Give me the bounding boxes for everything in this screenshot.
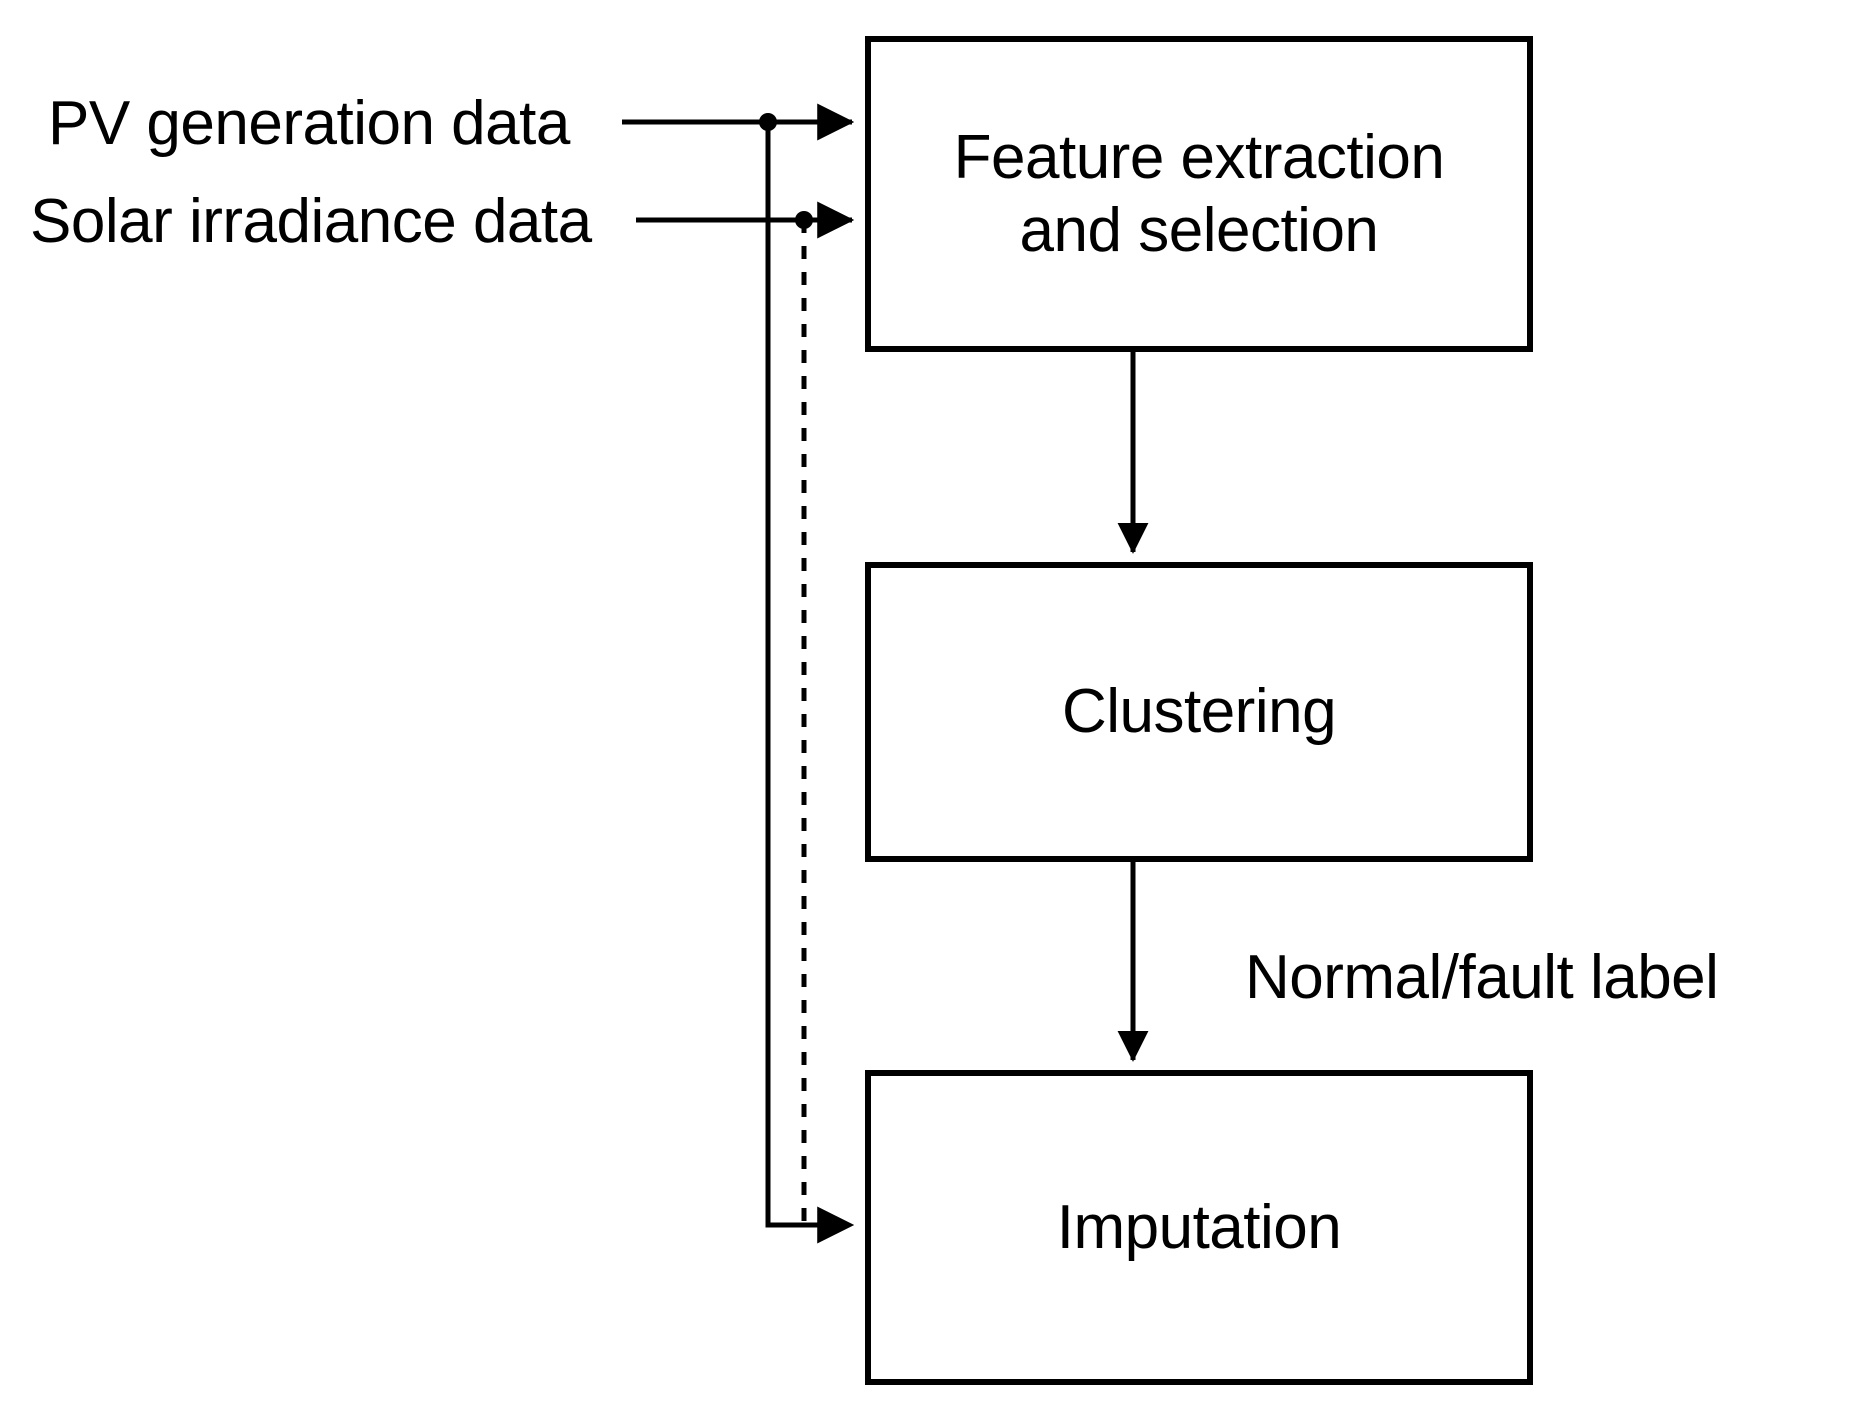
node-clustering[interactable]: Clustering	[865, 562, 1533, 862]
input-label-pv-generation-data: PV generation data	[48, 89, 570, 158]
edge-solar-to-feature	[636, 201, 855, 239]
node-feature-extraction-label: Feature extraction and selection	[953, 122, 1445, 265]
edge-pv-to-imputation	[765, 122, 820, 1228]
node-feature-extraction[interactable]: Feature extraction and selection	[865, 36, 1533, 352]
node-imputation-label: Imputation	[1056, 1192, 1342, 1262]
edge-pv-to-feature	[622, 103, 855, 141]
node-clustering-label: Clustering	[1061, 677, 1337, 747]
node-imputation[interactable]: Imputation	[865, 1070, 1533, 1385]
edge-solar-to-imputation	[801, 220, 855, 1244]
input-label-solar-irradiance-data: Solar irradiance data	[30, 187, 592, 256]
edge-label-normal-fault: Normal/fault label	[1245, 943, 1719, 1012]
